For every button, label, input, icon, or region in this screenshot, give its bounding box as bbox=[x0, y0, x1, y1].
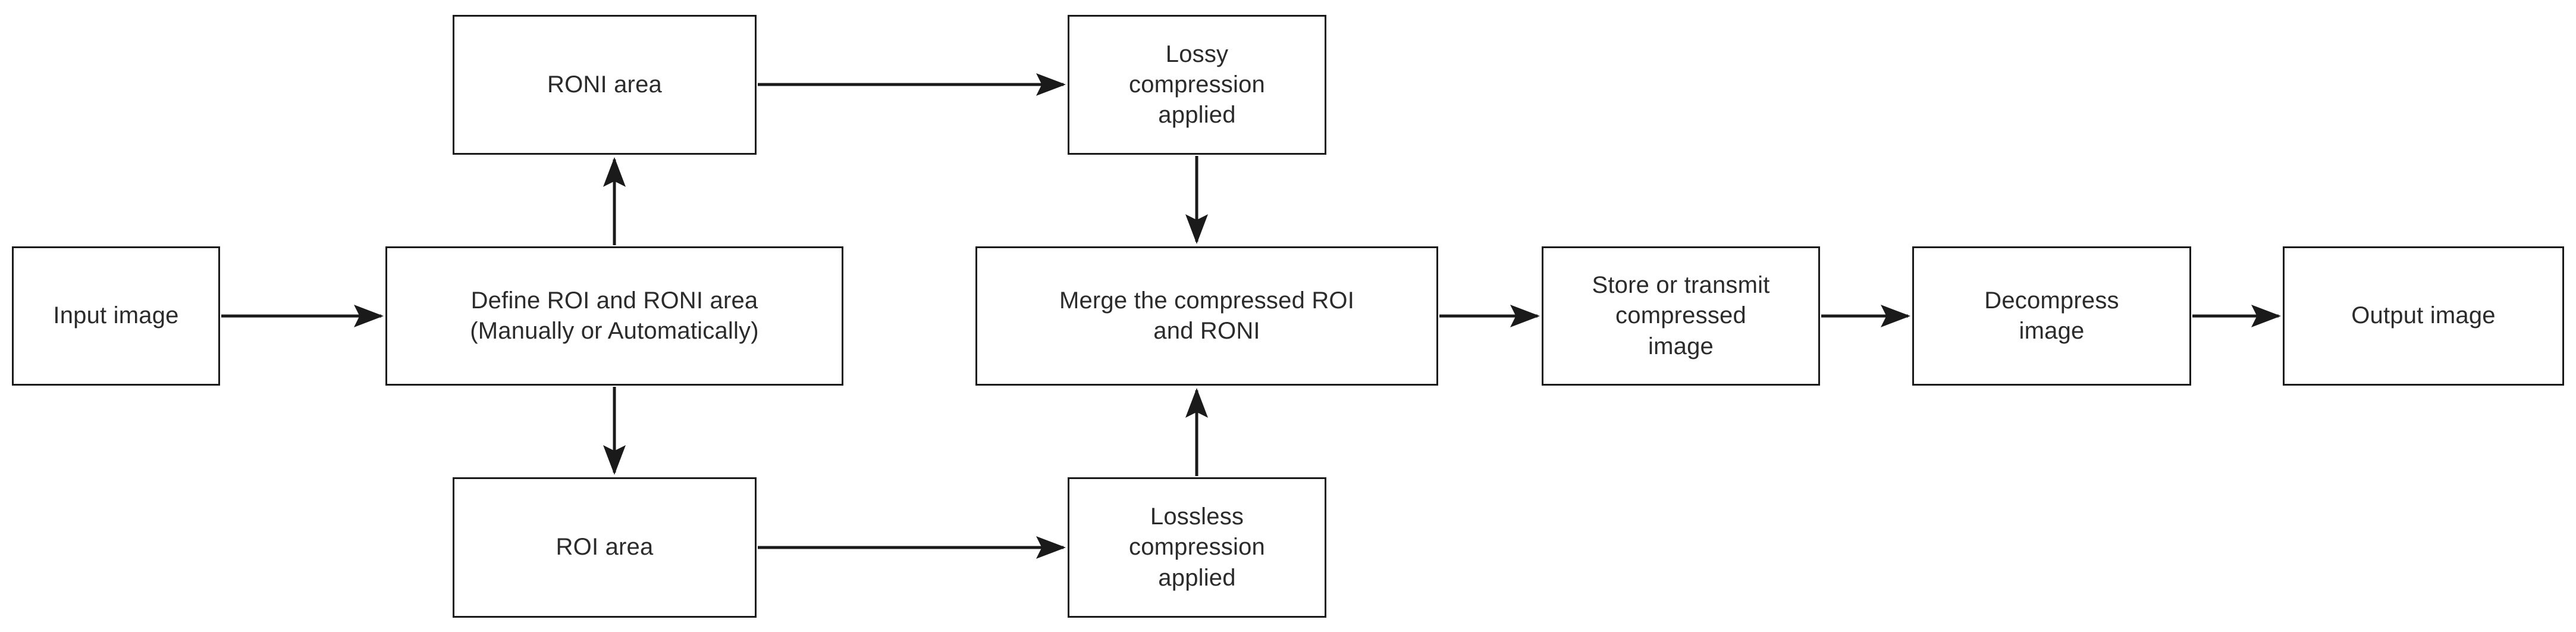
node-roni-area[interactable]: RONI area bbox=[453, 15, 757, 155]
node-output-image-label: Output image bbox=[2351, 302, 2496, 329]
node-lossless-compression-label: Lossless compression applied bbox=[1129, 503, 1265, 591]
node-roi-area[interactable]: ROI area bbox=[453, 477, 757, 618]
node-output-image[interactable]: Output image bbox=[2283, 246, 2564, 386]
node-roni-area-label: RONI area bbox=[547, 71, 662, 98]
node-lossy-compression[interactable]: Lossy compression applied bbox=[1068, 15, 1326, 155]
node-lossy-compression-label: Lossy compression applied bbox=[1129, 40, 1265, 129]
node-merge-compressed[interactable]: Merge the compressed ROI and RONI bbox=[975, 246, 1438, 386]
node-lossless-compression[interactable]: Lossless compression applied bbox=[1068, 477, 1326, 618]
node-input-image-label: Input image bbox=[53, 302, 179, 329]
node-define-roi-roni-label: Define ROI and RONI area (Manually or Au… bbox=[470, 287, 759, 344]
node-store-transmit[interactable]: Store or transmit compressed image bbox=[1542, 246, 1820, 386]
node-decompress-image-label: Decompress image bbox=[1984, 287, 2119, 344]
node-roi-area-label: ROI area bbox=[556, 534, 654, 561]
node-input-image[interactable]: Input image bbox=[12, 246, 220, 386]
node-store-transmit-label: Store or transmit compressed image bbox=[1592, 272, 1770, 359]
node-merge-compressed-label: Merge the compressed ROI and RONI bbox=[1059, 287, 1355, 344]
node-define-roi-roni[interactable]: Define ROI and RONI area (Manually or Au… bbox=[385, 246, 843, 386]
node-decompress-image[interactable]: Decompress image bbox=[1912, 246, 2191, 386]
